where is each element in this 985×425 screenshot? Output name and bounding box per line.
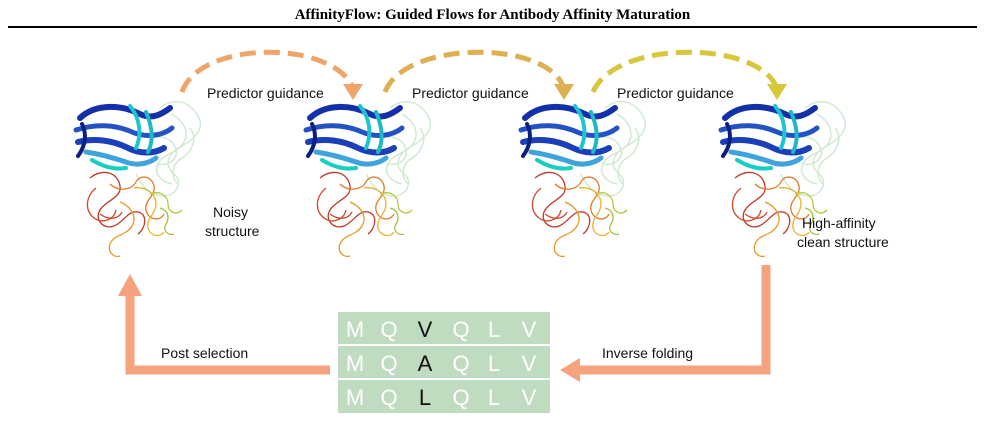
sequence-residue: Q [380, 317, 397, 342]
sequence-residue: Q [380, 385, 397, 410]
guidance-arrow-2 [382, 49, 566, 94]
post-selection-arrow [125, 294, 330, 375]
mutated-residue: V [418, 317, 433, 342]
guidance-arrowhead-1 [343, 84, 363, 100]
guidance-label-2: Predictor guidance [412, 85, 529, 101]
header-rule [8, 26, 977, 28]
sequence-residue: Q [452, 317, 469, 342]
sequence-residue: M [346, 351, 364, 376]
sequence-residue: Q [452, 385, 469, 410]
paper-header: AffinityFlow: Guided Flows for Antibody … [0, 0, 985, 30]
intermediate-structure-1-image [306, 102, 430, 257]
sequence-residue: Q [452, 351, 469, 376]
noisy-structure-image [76, 102, 200, 257]
sequence-residue: V [522, 385, 537, 410]
sequence-residue: M [346, 385, 364, 410]
sequence-residue: Q [380, 351, 397, 376]
noisy-label-line2: structure [205, 223, 260, 239]
inverse-folding-arrow [578, 265, 771, 375]
guidance-arrowhead-2 [554, 84, 574, 100]
paper-title: AffinityFlow: Guided Flows for Antibody … [294, 7, 691, 23]
sequence-residue: V [522, 317, 537, 342]
sequence-residue: V [522, 351, 537, 376]
post-selection-arrowhead [118, 274, 142, 296]
sequence-residue: M [346, 317, 364, 342]
sequence-table-background [338, 312, 550, 413]
mutated-residue: L [419, 385, 431, 410]
noisy-label-line1: Noisy [213, 204, 248, 220]
mutated-residue: A [418, 351, 433, 376]
guidance-label-3: Predictor guidance [617, 85, 734, 101]
sequence-residue: L [488, 317, 500, 342]
intermediate-structure-2-image [521, 102, 645, 257]
post-selection-label: Post selection [161, 345, 248, 361]
sequence-residue: L [488, 351, 500, 376]
guidance-arrow-1 [179, 49, 355, 93]
sequence-residue: L [488, 385, 500, 410]
clean-label-line2: clean structure [797, 234, 889, 250]
guidance-arrowhead-3 [767, 84, 787, 100]
inverse-folding-arrowhead [560, 358, 580, 382]
guidance-arrow-3 [590, 49, 779, 94]
inverse-folding-label: Inverse folding [602, 345, 693, 361]
clean-label-line1: High-affinity [802, 215, 876, 231]
guidance-label-1: Predictor guidance [207, 85, 324, 101]
